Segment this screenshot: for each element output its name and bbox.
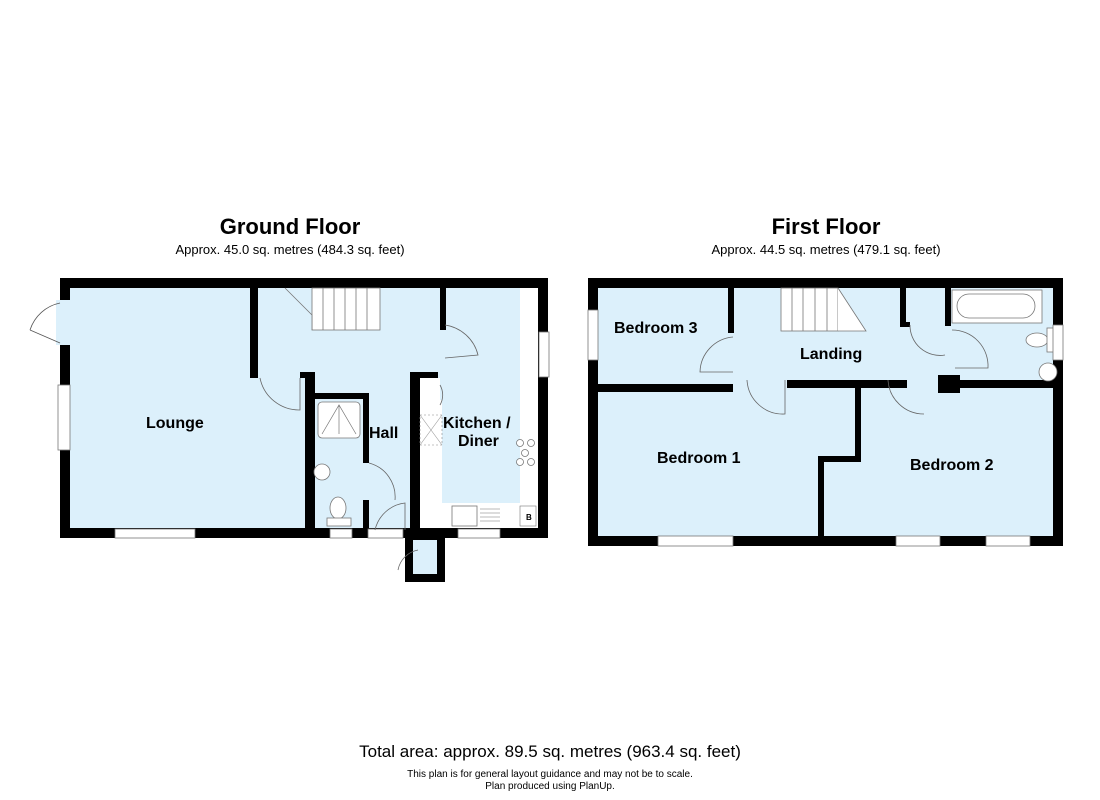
disclaimer: This plan is for general layout guidance… (407, 769, 693, 780)
room-label-kitchen-1: Kitchen / (443, 415, 511, 432)
room-label-bedroom-3: Bedroom 3 (614, 320, 698, 337)
boiler-label: B (526, 513, 532, 522)
room-label-bedroom-1: Bedroom 1 (657, 450, 741, 467)
first-floor-title: First Floor (771, 214, 881, 239)
first-floor-plan: Bedroom 3 Landing Bedroom 1 Bedroom 2 (587, 278, 1064, 547)
room-label-lounge: Lounge (146, 415, 204, 432)
ground-floor-area: Approx. 45.0 sq. metres (484.3 sq. feet) (175, 242, 405, 257)
room-label-kitchen-2: Diner (458, 433, 499, 450)
first-floor-area: Approx. 44.5 sq. metres (479.1 sq. feet) (711, 242, 941, 257)
room-label-landing: Landing (800, 346, 862, 363)
ground-floor-title: Ground Floor (219, 214, 361, 239)
ground-floor-plan: B Lounge Hall Kitchen / Diner (29, 278, 550, 582)
room-label-hall: Hall (369, 425, 398, 442)
planup-credit: Plan produced using PlanUp. (485, 781, 615, 792)
total-area: Total area: approx. 89.5 sq. metres (963… (359, 742, 741, 761)
room-label-bedroom-2: Bedroom 2 (910, 457, 994, 474)
